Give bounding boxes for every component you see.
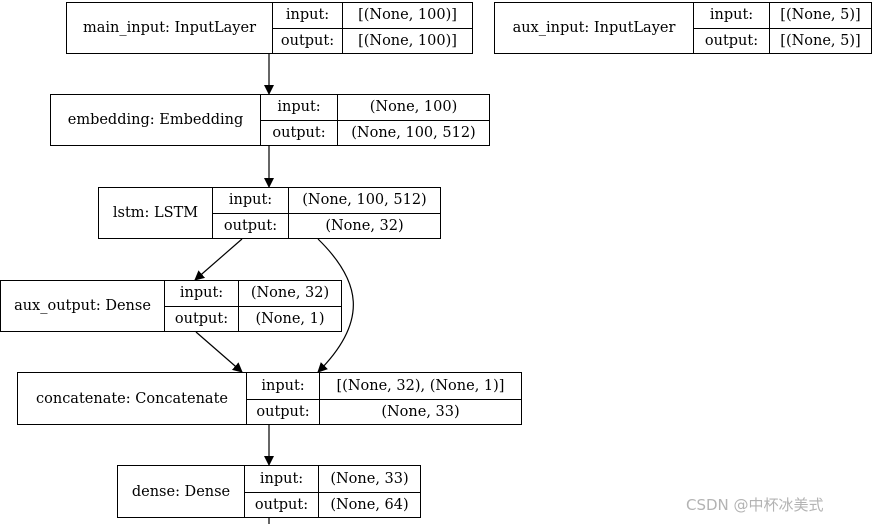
input-label: input:	[272, 3, 342, 28]
input-label: input:	[260, 95, 337, 120]
output-shape: (None, 33)	[319, 398, 521, 424]
output-shape: [(None, 100)]	[342, 28, 472, 53]
node-name: concatenate: Concatenate	[36, 390, 228, 407]
input-shape: (None, 100)	[337, 95, 489, 120]
input-shape: [(None, 100)]	[342, 3, 472, 28]
node-embedding: embedding: Embedding input: (None, 100) …	[50, 94, 490, 146]
output-shape: (None, 100, 512)	[337, 120, 489, 145]
output-label: output:	[244, 491, 318, 517]
input-label: input:	[164, 281, 238, 306]
node-concatenate: concatenate: Concatenate input: [(None, …	[17, 372, 522, 425]
output-label: output:	[212, 213, 288, 238]
input-label: input:	[693, 3, 769, 28]
edge-lstm-to-concatenate	[317, 238, 354, 373]
output-label: output:	[164, 306, 238, 331]
node-name: embedding: Embedding	[67, 112, 244, 128]
node-name: aux_input: InputLayer	[512, 20, 676, 36]
output-shape: (None, 32)	[288, 213, 440, 238]
input-label: input:	[212, 188, 288, 213]
input-label: input:	[244, 466, 318, 492]
output-label: output:	[260, 120, 337, 145]
output-shape: (None, 1)	[238, 306, 341, 331]
input-shape: (None, 100, 512)	[288, 188, 440, 213]
input-label: input:	[246, 373, 319, 399]
node-main-input: main_input: InputLayer input: [(None, 10…	[66, 2, 473, 54]
output-shape: [(None, 5)]	[769, 28, 871, 53]
node-lstm: lstm: LSTM input: (None, 100, 512) outpu…	[98, 187, 441, 239]
input-shape: [(None, 5)]	[769, 3, 871, 28]
output-label: output:	[246, 398, 319, 424]
output-label: output:	[272, 28, 342, 53]
node-name: aux_output: Dense	[14, 298, 151, 314]
node-name: dense: Dense	[131, 483, 231, 500]
watermark-text: CSDN @中杯冰美式	[686, 496, 824, 514]
edge-aux-output-to-concatenate	[195, 331, 243, 373]
node-dense: dense: Dense input: (None, 33) output: (…	[117, 465, 421, 518]
node-name: main_input: InputLayer	[82, 20, 257, 36]
node-aux-input: aux_input: InputLayer input: [(None, 5)]…	[494, 2, 872, 54]
node-name: lstm: LSTM	[112, 205, 199, 221]
output-shape: (None, 64)	[318, 491, 420, 517]
edge-lstm-to-aux-output	[194, 238, 243, 281]
input-shape: (None, 32)	[238, 281, 341, 306]
input-shape: (None, 33)	[318, 466, 420, 492]
input-shape: [(None, 32), (None, 1)]	[319, 373, 521, 399]
output-label: output:	[693, 28, 769, 53]
node-aux-output: aux_output: Dense input: (None, 32) outp…	[0, 280, 342, 332]
